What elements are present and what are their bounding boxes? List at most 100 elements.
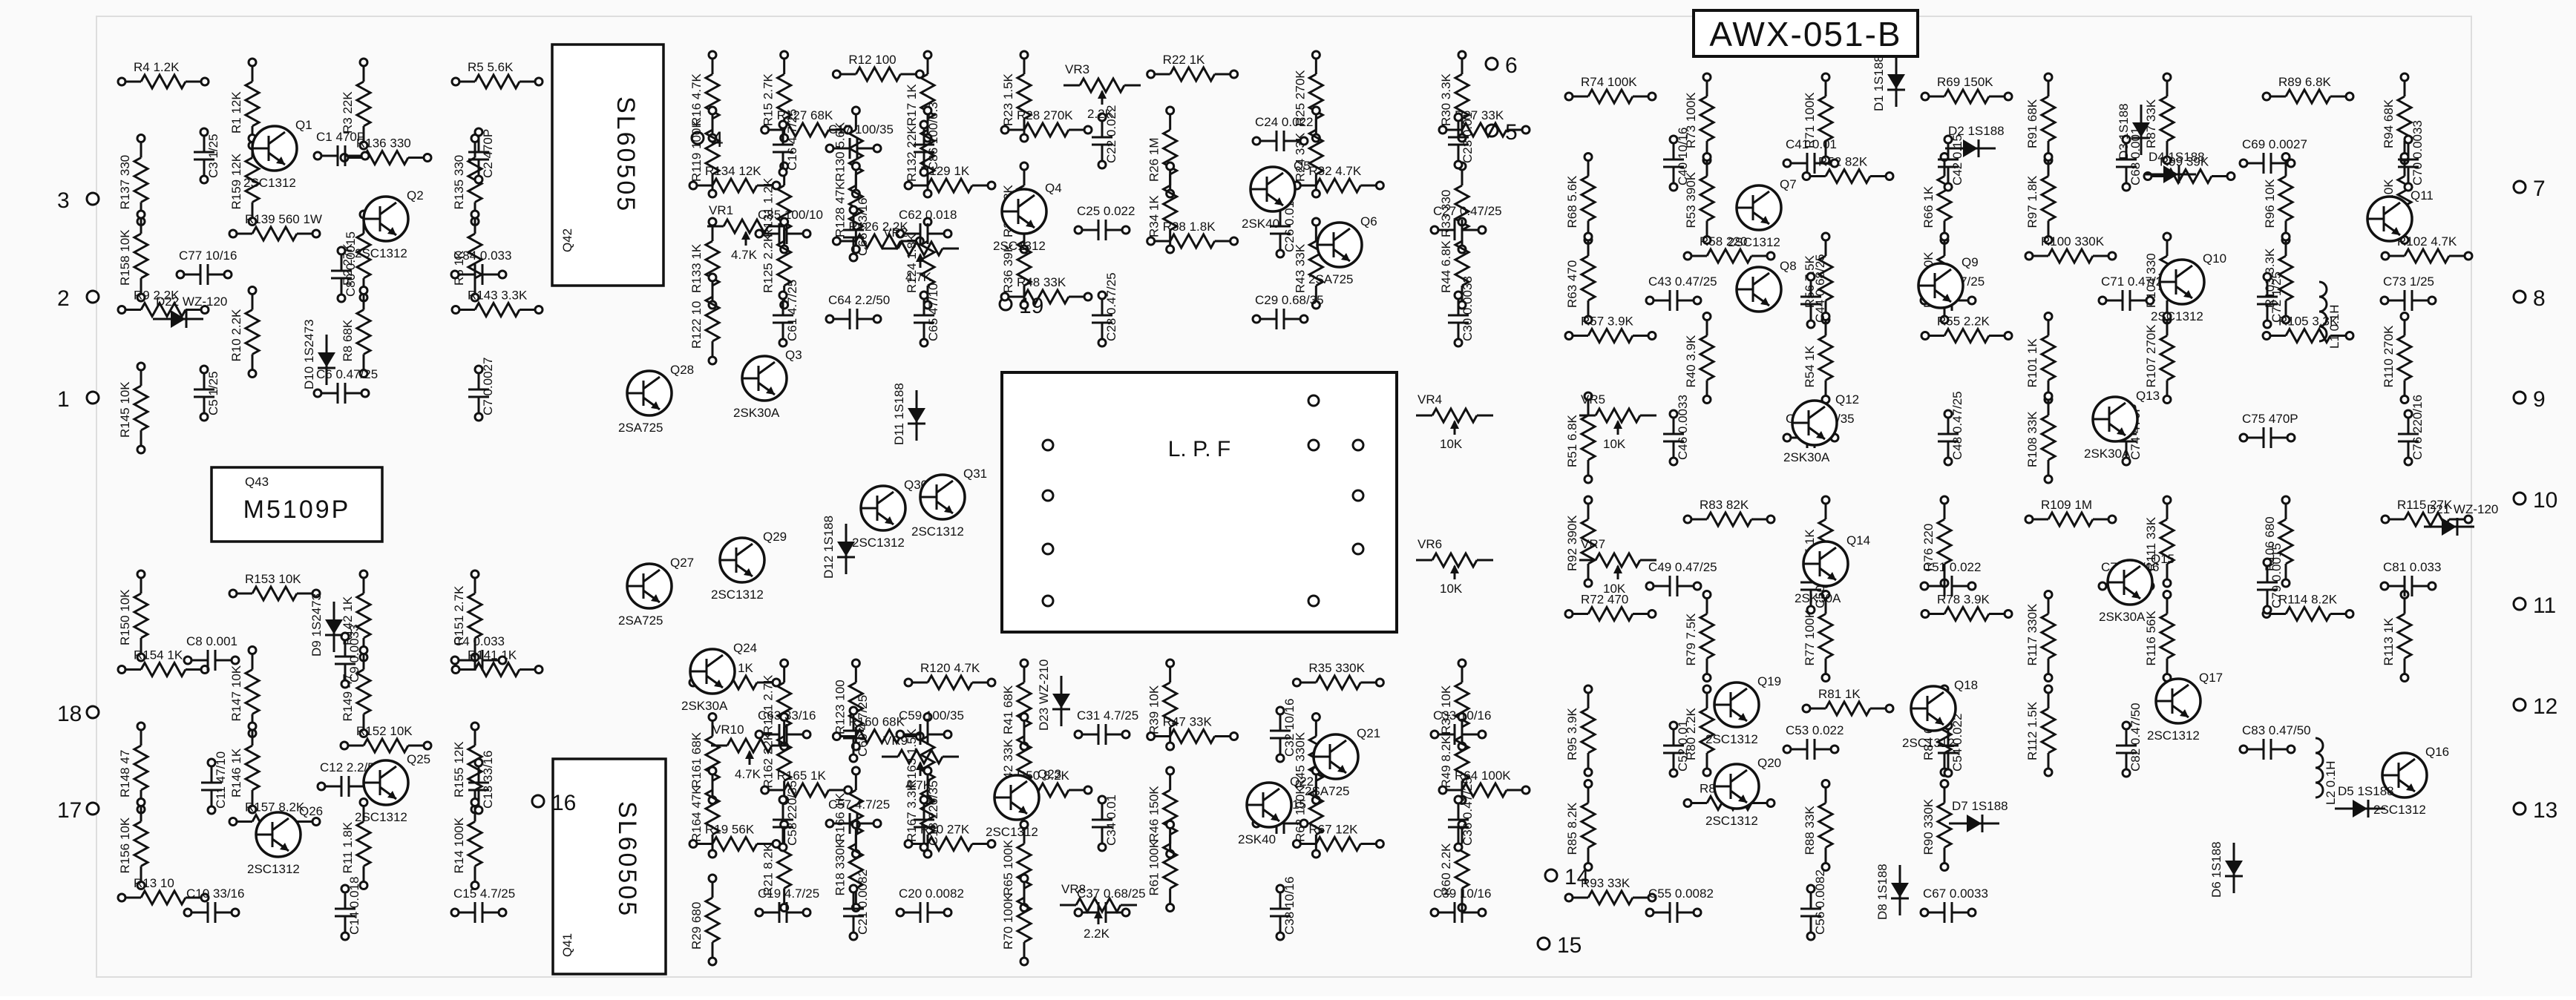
resistor-label: R33 330 [1439,190,1453,237]
capacitor-label: C41 0.01 [1786,137,1837,151]
ic-q41-part: SL60505 [613,801,641,918]
transistor-ref: Q14 [1846,533,1870,547]
vr-ref: VR10 [712,723,744,737]
resistor-label: R130 5.6K [833,122,847,182]
resistor: R132 22K [905,105,937,199]
resistor-label: R13 10 [134,876,174,890]
resistor-label: R5 5.6K [468,60,514,74]
capacitor: C56 0.0082 [1800,869,1827,941]
resistor: R149 47 [341,645,373,738]
resistor-label: R115 27K [2397,498,2453,512]
resistor-label: R123 100 [833,680,847,734]
transistor-ref: Q10 [2203,251,2226,266]
diode-label: D22 WZ-120 [156,295,227,309]
capacitor-label: C21 0.0082 [856,869,870,935]
resistor: R20 27K [903,823,997,853]
capacitor: C2 470P [468,127,495,185]
resistor: R119 100K [689,105,722,199]
resistor: R150 10K [118,569,151,662]
terminal-label: 1 [57,387,70,412]
resistor: R9 2.2K [117,289,210,319]
diode-label: D9 1S2473 [309,593,324,657]
resistor: R55 2.2K [1920,315,2013,345]
terminal-label: 5 [1505,120,1518,145]
resistor-label: R69 150K [1937,75,1993,89]
capacitor-label: C23 0.01 [1461,112,1475,163]
transistor-type: 2SA725 [1305,784,1350,798]
resistor: R53 390K [1684,152,1717,245]
resistor: R52 82K [1801,155,1895,185]
resistor: R129 1K [903,164,997,195]
resistor: R134 12K [688,164,781,195]
capacitor-label: C18 220/35 [926,780,940,846]
terminal: 12 [2512,694,2557,719]
resistor-label: R68 5.6K [1565,175,1579,228]
resistor-label: R32 4.7K [1308,164,1362,178]
resistor-label: R99 39K [2160,155,2209,169]
capacitor: C83 0.47/50 [2238,723,2311,760]
resistor-label: R8 68K [341,319,355,361]
resistor-label: R147 10K [229,665,243,721]
resistor-label: R71 100K [1803,92,1817,148]
diode: D7 1S188 [1949,799,2008,832]
resistor: R83 82K [1682,498,1776,529]
diode: D23 WZ-210 [1037,659,1070,731]
transistor-ref: Q23 [1038,767,1061,781]
transistor-ref: Q6 [1360,214,1377,228]
resistor-label: R94 68K [2382,99,2396,148]
capacitor: C85 100/10 [754,208,823,244]
resistor: R88 33K [1803,779,1835,872]
terminal: 1 [57,387,100,412]
resistor-label: R38 1.8K [1163,220,1216,234]
capacitor-label: C10 33/16 [186,886,244,901]
diode-label: D11 1S188 [892,383,906,445]
capacitor: C1 470P [312,130,370,166]
capacitor: C67 0.0033 [1919,886,1988,923]
resistor-label: R89 6.8K [2278,75,2332,89]
capacitor: C66 33/16 [843,198,870,263]
resistor-label: R120 4.7K [920,661,980,675]
capacitor: C86 100/6.3 [914,102,940,177]
resistor-label: R117 330K [2025,603,2039,665]
resistor-label: R122 10 [689,301,704,349]
lpf-module: L. P. F [1000,371,1398,634]
resistor-label: R60 2.2K [1439,843,1453,896]
transistor-ref: Q29 [763,530,787,544]
coil: L2 0.1H [2315,737,2338,805]
capacitor-label: C4 0.033 [453,634,505,648]
capacitor: C25 0.022 [1073,204,1135,240]
resistor: R8 68K [341,286,373,378]
capacitor: C14 0.018 [335,877,361,941]
capacitor: C17 100/35 [825,122,894,159]
terminal-label: 16 [551,791,576,815]
resistor-label: R150 10K [118,589,132,645]
resistor: R158 10K [118,209,151,303]
transistor-type: 2SK40 [1238,832,1276,846]
terminal: 18 [57,702,100,726]
resistor: R58 220 [1682,234,1776,266]
resistor: R57 3.9K [1564,315,1657,345]
resistor: R156 10K [118,797,151,890]
capacitor-label: C62 0.018 [899,208,957,222]
capacitor: C31 4.7/25 [1073,708,1138,745]
capacitor-label: C13 33/16 [481,751,495,809]
resistor: R27 33K [1438,108,1531,139]
diode-label: D3 1S188 [2117,103,2131,159]
capacitor: C32 10/16 [1270,699,1297,763]
resistor-label: R78 3.9K [1937,593,1990,607]
resistor: R30 3.3K [1439,50,1472,143]
resistor: R108 33K [2025,391,2058,484]
resistor-label: R146 1K [229,748,243,797]
transistor-type: 2SC1312 [711,588,764,602]
resistor: R100 330K [2024,234,2117,266]
vr-ref: VR4 [1418,392,1442,407]
resistor-label: R161 68K [689,731,704,788]
capacitor: C71 0.47/25 [2097,274,2170,311]
resistor: R4 1.2K [117,60,210,91]
